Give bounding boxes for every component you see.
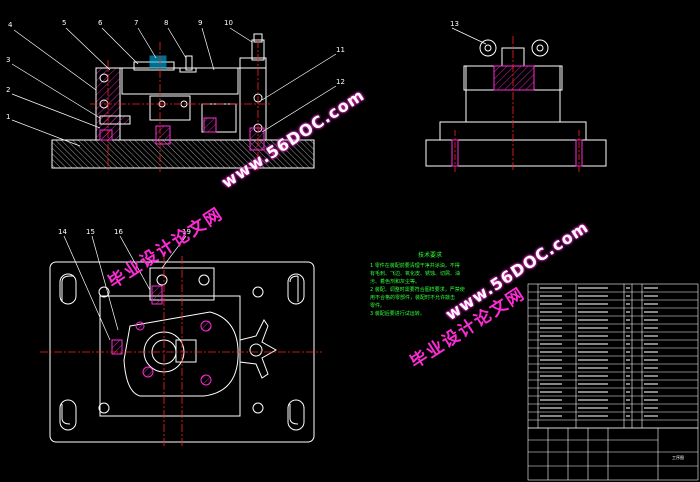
clamp-disc <box>123 311 239 397</box>
title-block <box>527 427 699 481</box>
balloon-14: 14 <box>58 228 67 236</box>
wing-handle <box>239 319 278 379</box>
notes-line-3: 污、着色剂和灰尘等。 <box>370 279 421 285</box>
balloon-13: 13 <box>450 20 459 28</box>
top-view <box>40 235 322 446</box>
balloon-12: 12 <box>336 78 345 86</box>
balloon-10: 10 <box>224 19 233 27</box>
balloon-labels: 4 5 6 7 8 9 10 3 2 1 11 12 13 14 15 16 1… <box>6 19 459 236</box>
workpiece <box>149 95 191 121</box>
screw-head <box>179 67 197 73</box>
slide <box>99 115 131 125</box>
locating-pin <box>149 55 167 69</box>
balloon-2: 2 <box>6 86 10 94</box>
notes-line-2: 有毛刺、飞边、氧化皮、锈蚀、切屑、油 <box>370 271 461 277</box>
balloon-19: 19 <box>182 228 191 236</box>
notes-line-1: 1 零件在装配前要清理干净并涂油，不得 <box>370 263 460 269</box>
side-view <box>425 27 607 172</box>
side-knob-right <box>531 39 549 57</box>
side-knob-left <box>479 39 497 57</box>
notes-line-4: 2 装配、调整时需要符合图样要求，严禁使 <box>370 287 465 293</box>
balloon-6: 6 <box>98 19 103 27</box>
balloon-11: 11 <box>336 46 345 54</box>
balloon-8: 8 <box>164 19 168 27</box>
balloon-3: 3 <box>6 56 10 64</box>
notes-heading: 技术要求 <box>417 252 442 259</box>
balloon-9: 9 <box>198 19 202 27</box>
front-view <box>11 27 337 172</box>
notes-line-7: 3 装配后要进行试运转。 <box>370 311 425 317</box>
balloon-7: 7 <box>134 19 138 27</box>
balloon-4: 4 <box>8 21 13 29</box>
hex-nut <box>175 339 197 363</box>
balloon-5: 5 <box>62 19 66 27</box>
balloon-15: 15 <box>86 228 95 236</box>
parts-list <box>527 283 699 481</box>
base-plate <box>51 139 315 169</box>
title-block-sheet-label: 工序图 <box>672 455 684 460</box>
balloon-16: 16 <box>114 228 123 236</box>
balloon-1: 1 <box>6 113 10 121</box>
top-body <box>99 295 241 417</box>
screw <box>185 55 193 71</box>
notes-line-6: 零件。 <box>370 303 386 309</box>
bolt-section <box>155 125 171 145</box>
technical-requirements: 技术要求 1 零件在装配前要清理干净并涂油，不得 有毛刺、飞边、氧化皮、锈蚀、切… <box>370 252 490 318</box>
notes-line-5: 用不合格的零部件，装配时不允许敲击 <box>370 295 456 301</box>
